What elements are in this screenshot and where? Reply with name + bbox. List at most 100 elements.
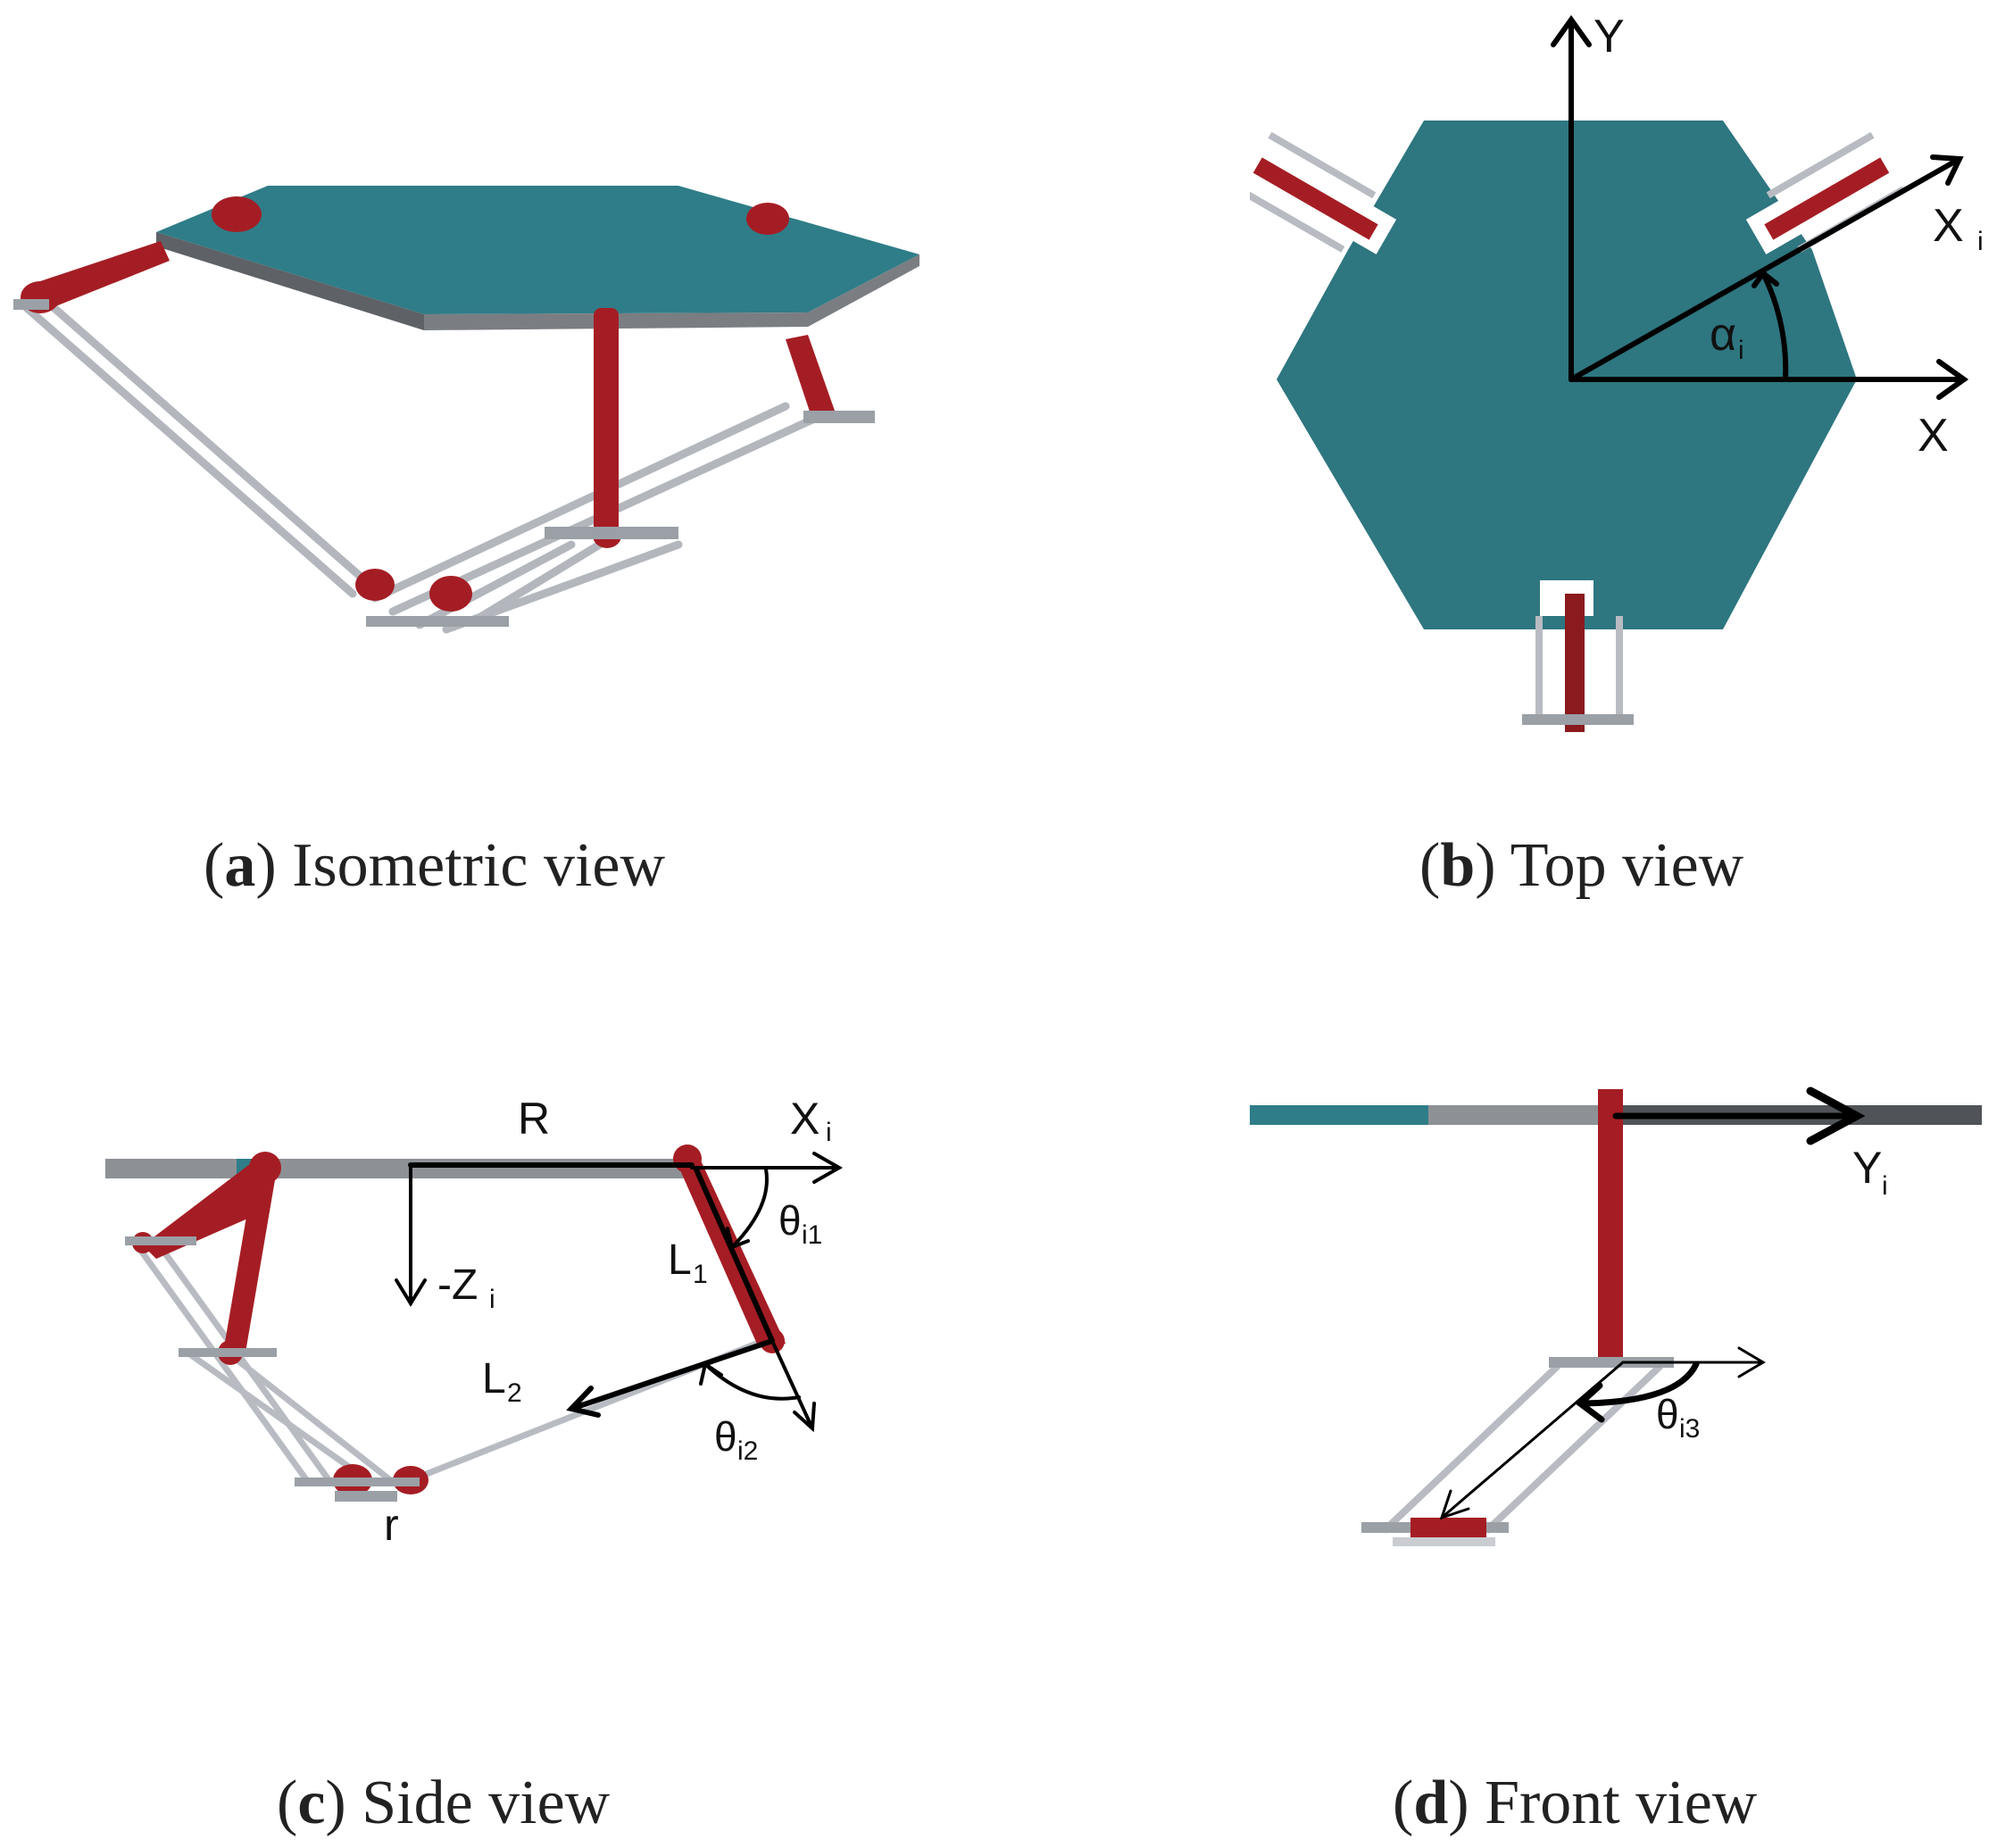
caption-letter: a [224,831,256,900]
platform-top [156,186,919,314]
x-axis-arrowhead [1936,359,1969,400]
caption-text: Top view [1510,831,1744,900]
joint [746,203,789,235]
end-bar [295,1478,420,1486]
end-bar [1522,714,1634,725]
top-view-panel: Y X X i α i [1250,0,1997,768]
theta1-subscript: i1 [802,1220,822,1250]
platform-edge [424,254,919,330]
end-bar [803,411,875,423]
end-bar [179,1348,277,1357]
arm [594,308,619,540]
rod [1484,1363,1663,1534]
xi-axis-subscript: i [826,1118,832,1147]
arm [1764,157,1890,240]
theta3-subscript: i3 [1679,1414,1700,1444]
L2-arrow [569,1338,775,1411]
xi-axis-subscript: i [1977,227,1984,256]
alpha-arc-arrowhead [1752,269,1779,288]
theta3-arc-arrowhead [1575,1382,1605,1423]
yi-axis-label: Y [1852,1143,1882,1193]
end-effector [1410,1518,1486,1537]
yi-axis-subscript: i [1882,1171,1888,1201]
arm [674,1156,786,1348]
caption-b: (b) Top view [1419,831,1744,900]
L1-subscript: 1 [693,1260,708,1289]
platform-bar [105,1159,695,1178]
rod [45,299,379,594]
end-bar [545,527,678,539]
front-view-figure: Y i θ i3 [1250,1086,1982,1546]
rod [415,540,576,629]
alpha-label: α [1710,309,1736,361]
joint [429,576,472,612]
rod [478,536,612,620]
L1-extension-arrowhead [793,1402,816,1433]
arm [786,335,835,420]
theta1-label: θ [778,1197,802,1244]
joint [212,196,262,232]
arm [1252,157,1378,240]
caption-letter: c [297,1769,326,1837]
rod [1535,616,1543,723]
end-bar [1549,1357,1674,1368]
caption-d: (d) Front view [1393,1769,1758,1837]
arm [1565,594,1585,732]
alpha-arc [1760,271,1789,382]
end-bar [366,616,509,627]
arm [27,241,170,312]
rod [1250,186,1345,253]
rod [22,304,357,598]
joint [249,1152,281,1184]
theta1-arc [732,1168,769,1247]
theta2-label: θ [714,1413,737,1460]
zi-axis-arrowhead [395,1278,427,1307]
r-label: r [384,1500,399,1550]
caption-a: (a) Isometric view [204,831,666,900]
R-label: R [518,1094,550,1144]
rod [1268,131,1377,199]
y-axis-arrowhead [1551,14,1592,47]
top-view-figure: Y X X i α i [1250,11,1984,732]
caption-letter: b [1440,831,1476,900]
side-view-panel: R X i -Z i L 1 L 2 θ i1 θ i2 r [0,1053,946,1553]
zi-axis-subscript: i [489,1285,495,1314]
end-effector-base [1393,1537,1495,1546]
arm [143,1161,277,1259]
platform-edge [156,232,424,330]
L2-subscript: 2 [507,1378,522,1408]
xi-axis-label: X [790,1094,820,1144]
isometric-view-panel [0,161,946,661]
rod [185,1350,373,1485]
caption-c: (c) Side view [277,1769,611,1837]
side-view-figure: R X i -Z i L 1 L 2 θ i1 θ i2 r [105,1094,844,1550]
joint [355,569,395,601]
caption-text: Side view [362,1769,611,1837]
L1-extension-arrow [770,1339,814,1430]
xi-axis-arrowhead [812,1152,844,1184]
caption-text: Isometric view [292,831,666,900]
theta3-arc [1581,1361,1700,1407]
theta1-arc-arrowhead [726,1227,750,1250]
y-axis-label: Y [1593,11,1625,62]
rod [225,1350,395,1485]
xi-axis-arrowhead [1930,154,1964,186]
yi-axis-arrowhead [1806,1086,1866,1145]
caption-letter: d [1413,1769,1449,1837]
hexagon-platform [1277,121,1857,629]
arm [223,1170,277,1353]
front-view-panel: Y i θ i3 [1232,1071,1997,1571]
L2-label: L [482,1355,506,1403]
rod [1381,1363,1560,1534]
x-axis-label: X [1918,410,1949,462]
rod [370,402,790,603]
arm [1598,1089,1623,1357]
end-bar [335,1491,397,1502]
rod [1766,131,1875,199]
theta2-subscript: i2 [737,1436,758,1466]
isometric-view-figure [13,186,919,634]
rod [131,1238,311,1485]
L2-arrowhead [566,1386,601,1418]
end-bar [125,1236,196,1245]
direction-arrowhead [1439,1489,1470,1520]
